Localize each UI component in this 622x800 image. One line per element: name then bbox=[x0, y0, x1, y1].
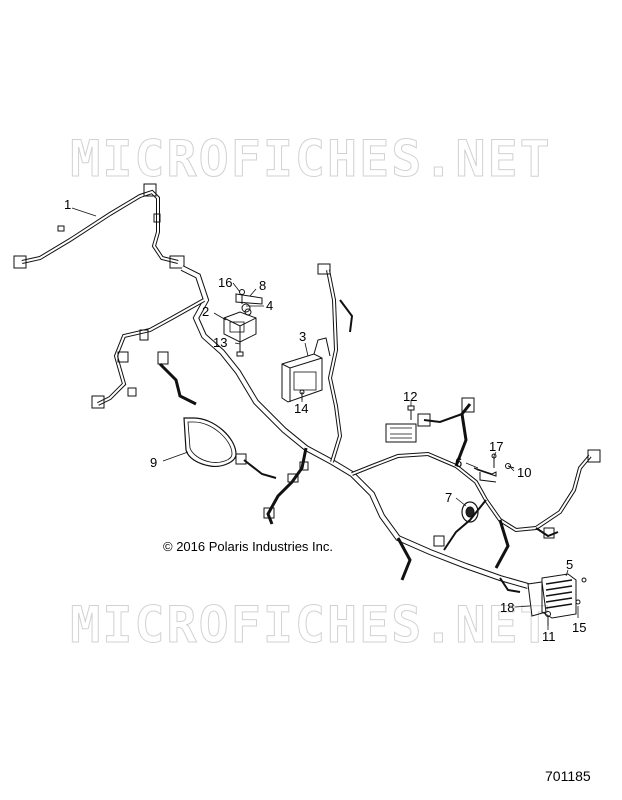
callout-15: 15 bbox=[572, 620, 587, 635]
part-9-seal bbox=[183, 417, 237, 467]
watermark-top: MICROFICHES.NET bbox=[70, 130, 552, 189]
callout-9: 9 bbox=[150, 455, 158, 470]
callout-16: 16 bbox=[218, 275, 233, 290]
callout-6: 6 bbox=[455, 455, 463, 470]
callout-12: 12 bbox=[403, 389, 418, 404]
part-7-grommet bbox=[461, 501, 479, 523]
part-6-clip bbox=[473, 467, 497, 483]
callout-10: 10 bbox=[517, 465, 532, 480]
part-12-fastener bbox=[407, 405, 415, 420]
part-14-screw bbox=[299, 389, 305, 400]
callout-1: 1 bbox=[64, 197, 72, 212]
callout-2: 2 bbox=[202, 304, 210, 319]
main-harness bbox=[91, 263, 601, 593]
callout-17: 17 bbox=[489, 439, 504, 454]
part-3-ecu bbox=[281, 337, 331, 403]
callout-5: 5 bbox=[566, 557, 574, 572]
copyright-notice: © 2016 Polaris Industries Inc. bbox=[163, 539, 333, 554]
callout-7: 7 bbox=[445, 490, 453, 505]
part-13-bolt bbox=[236, 342, 244, 357]
part-16-8-4-bracket bbox=[235, 289, 263, 316]
callout-11: 11 bbox=[542, 629, 556, 644]
part-18-bracket bbox=[527, 581, 547, 617]
callout-13: 13 bbox=[213, 335, 228, 350]
part-10-screw bbox=[505, 463, 515, 469]
part-5-controller bbox=[541, 573, 587, 619]
part-11-bolt bbox=[545, 611, 551, 626]
callout-4: 4 bbox=[266, 298, 274, 313]
callout-8: 8 bbox=[259, 278, 267, 293]
callout-18: 18 bbox=[500, 600, 515, 615]
part-17-screw bbox=[491, 453, 497, 468]
part-1-harness bbox=[13, 183, 185, 269]
callout-3: 3 bbox=[299, 329, 307, 344]
leader-lines bbox=[71, 207, 579, 630]
watermark-bottom: MICROFICHES.NET bbox=[70, 596, 552, 655]
figure-id: 701185 bbox=[545, 768, 591, 784]
callout-14: 14 bbox=[294, 401, 309, 416]
part-2-module bbox=[223, 303, 257, 343]
